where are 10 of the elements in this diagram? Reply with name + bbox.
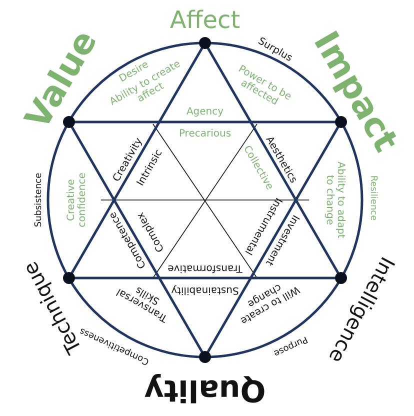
term-label: Sustainability (171, 284, 239, 296)
term-label: Precarious (178, 128, 232, 140)
category-heading: Affect (170, 6, 240, 34)
term-label: Agency (186, 106, 224, 118)
term-label: Resilience (367, 175, 377, 221)
category-heading: Quality (144, 374, 266, 406)
term-label: Ability to adapt to change (324, 160, 346, 240)
term-label: Transformative (168, 262, 242, 274)
term-label: Subsistence (35, 172, 45, 228)
term-label: Creative confidence (66, 172, 88, 230)
